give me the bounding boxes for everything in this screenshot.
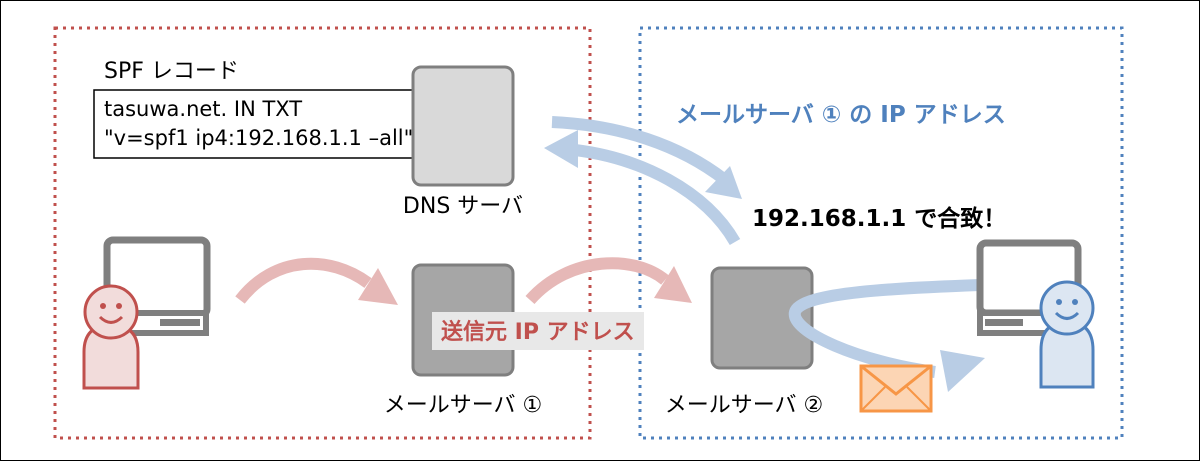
mail-server2-label: メールサーバ ② <box>665 393 824 418</box>
receiver-drive-slot <box>985 319 1023 326</box>
sender-eye-right <box>116 303 122 309</box>
spf-record-box <box>93 89 459 159</box>
sender-person-icon <box>82 284 140 390</box>
sender-smile <box>98 315 124 324</box>
delivery-arrow <box>788 279 981 378</box>
receiver-eye-right <box>1072 299 1078 305</box>
receiver-eye-left <box>1056 299 1062 305</box>
delivery-arrowhead <box>940 350 985 392</box>
match-label: 192.168.1.1 で合致！ <box>752 205 1006 232</box>
receiver-head <box>1039 280 1095 336</box>
dns-server-label: DNS サーバ <box>403 194 523 219</box>
mail-server1-label: メールサーバ ① <box>384 393 543 418</box>
dns-server-icon <box>411 65 515 187</box>
send-arrows <box>235 257 692 305</box>
source-ip-label: 送信元 IP アドレス <box>441 319 635 345</box>
dns-query-arrowhead <box>705 166 742 199</box>
dns-reply-arrow <box>574 144 741 246</box>
dns-lookup-arrows <box>544 116 742 246</box>
delivery-arrows <box>788 279 985 392</box>
spf-record-line2: "v=spf1 ip4:192.168.1.1 –all" <box>104 126 413 150</box>
sender-drive-slot <box>160 319 200 326</box>
server1-to-server2-arrowhead <box>654 266 692 303</box>
receiver-zone-border <box>638 26 1124 440</box>
mail-server2-icon <box>710 266 814 370</box>
pc-to-server1-arrowhead <box>358 268 398 305</box>
envelope-flap <box>860 364 932 396</box>
spf-record-line1: tasuwa.net. IN TXT <box>104 97 302 121</box>
lookup-label: メールサーバ ① の IP アドレス <box>676 102 1006 128</box>
source-ip-label-bg <box>432 312 644 350</box>
receiver-smile <box>1054 311 1080 320</box>
receiver-person-icon <box>1039 280 1095 389</box>
dns-reply-arrowhead <box>544 130 578 168</box>
spf-title: SPF レコード <box>104 59 239 84</box>
pc-to-server1-arrow <box>235 257 372 304</box>
envelope-folds <box>860 386 932 412</box>
server1-to-server2-arrow <box>525 257 669 305</box>
sender-head <box>83 284 139 340</box>
sender-eye-left <box>100 303 106 309</box>
envelope-icon <box>859 364 933 413</box>
dns-query-arrow <box>551 116 729 185</box>
